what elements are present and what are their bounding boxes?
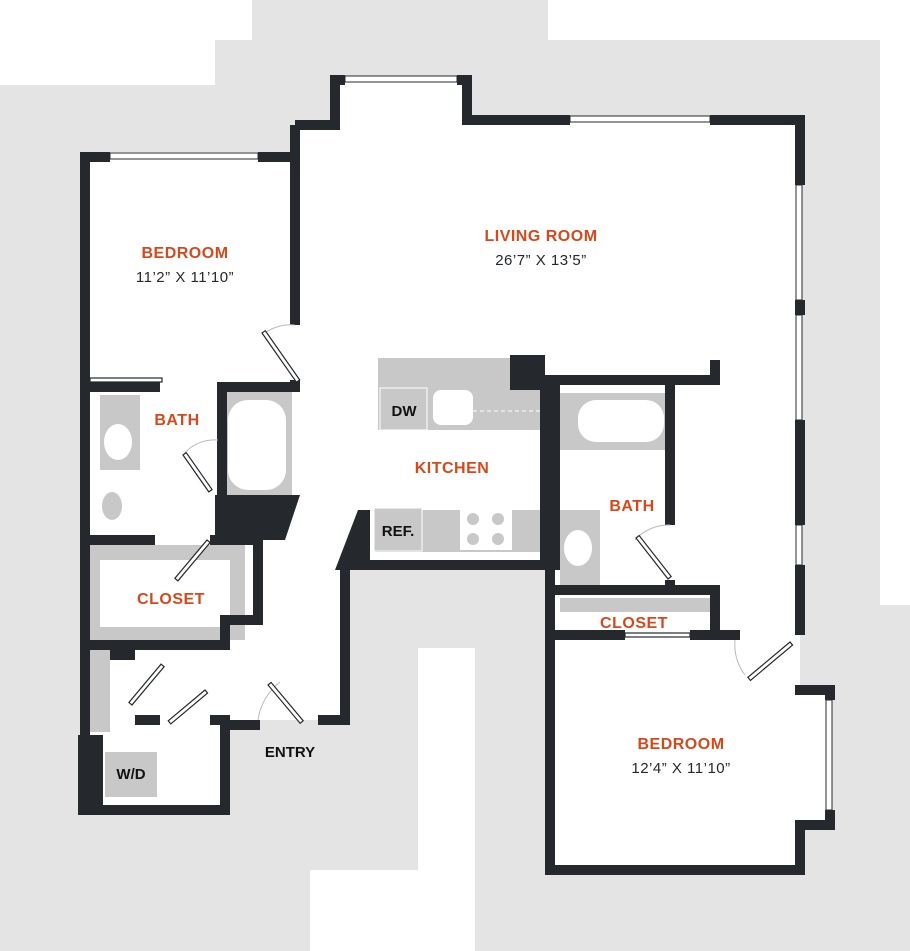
bedroom1-dims: 11’2” X 11’10” (136, 269, 234, 286)
refrigerator-label: REF. (382, 523, 415, 540)
living-room-label: LIVING ROOM (484, 228, 597, 245)
washer-dryer-label: W/D (116, 766, 145, 783)
entry-label: ENTRY (265, 744, 315, 761)
doors (89, 324, 794, 725)
bath1-label: BATH (154, 412, 199, 429)
bath2-label: BATH (609, 498, 654, 515)
fixtures (85, 358, 710, 797)
kitchen-label: KITCHEN (415, 460, 490, 477)
apartment-floor (80, 80, 830, 870)
bedroom2-label: BEDROOM (637, 736, 724, 753)
closet1-label: CLOSET (137, 591, 205, 608)
bedroom2-dims: 12’4” X 11’10” (631, 760, 730, 777)
dishwasher-label: DW (392, 403, 418, 420)
windows (109, 75, 833, 811)
closet2-label: CLOSET (600, 615, 668, 632)
walls (78, 75, 835, 875)
bedroom1-label: BEDROOM (141, 245, 228, 262)
living-room-dims: 26’7” X 13’5” (495, 252, 587, 269)
